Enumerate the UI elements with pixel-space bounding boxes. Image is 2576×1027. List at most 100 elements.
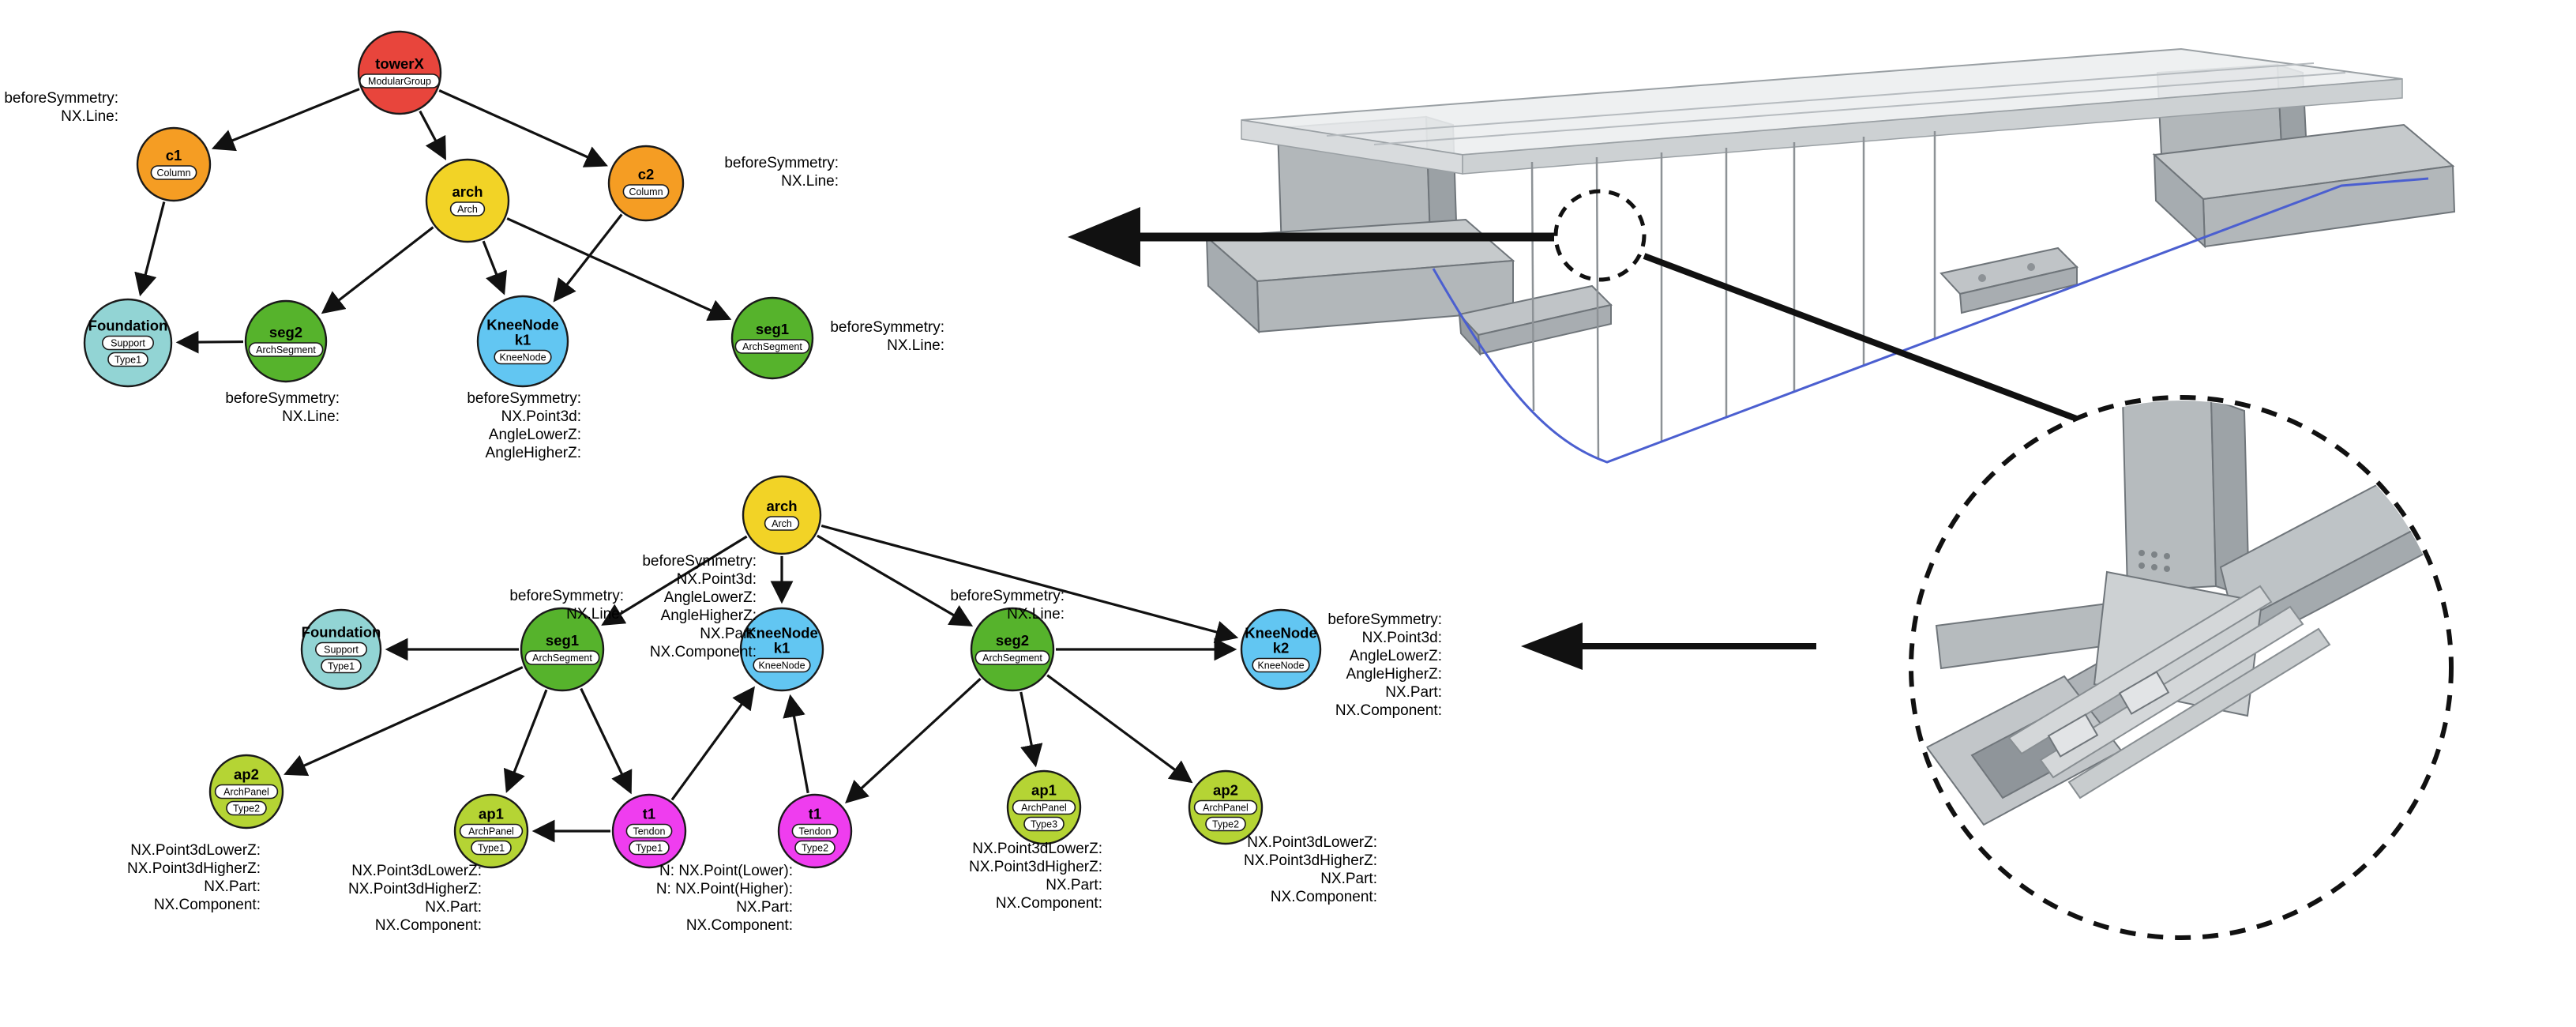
bridge-segment-right bbox=[1940, 246, 2078, 314]
node-label: KneeNode bbox=[1245, 625, 1317, 641]
node-label: seg1 bbox=[546, 632, 579, 649]
edge-arch2-to-k2b bbox=[820, 524, 1239, 643]
annotation-line: NX.Point3dHigherZ: bbox=[127, 860, 261, 877]
edge-arch-to-seg2 bbox=[321, 226, 434, 314]
annotation-line: NX.Component: bbox=[1335, 702, 1442, 719]
tower-module-graph: towerXModularGroupc1ColumnarchArchc2Colu… bbox=[4, 30, 944, 461]
annotation-line: NX.Line: bbox=[1007, 606, 1065, 623]
edge-arch2-to-seg1b bbox=[601, 535, 748, 626]
annotation-line: beforeSymmetry: bbox=[950, 588, 1065, 604]
edge-t1b-to-k1b bbox=[783, 694, 809, 794]
bridge-segment-left bbox=[1458, 284, 1613, 356]
attribute-annotation: beforeSymmetry:NX.Line: bbox=[830, 319, 944, 354]
type-pill bbox=[214, 784, 279, 799]
node-label: KneeNode bbox=[486, 317, 559, 333]
type-pill-label: Type1 bbox=[636, 843, 663, 854]
node-label: t1 bbox=[809, 806, 821, 822]
type-pill-label: Column bbox=[156, 167, 190, 179]
edge-c2-to-k1 bbox=[553, 213, 623, 303]
type-pill-label: Type3 bbox=[1031, 819, 1057, 830]
annotation-line: NX.Point3d: bbox=[1362, 630, 1442, 646]
type-pill bbox=[524, 650, 600, 665]
knee-joint-model bbox=[1925, 401, 2448, 826]
annotation-line: NX.Component: bbox=[650, 644, 757, 660]
attribute-annotation: beforeSymmetry:NX.Line: bbox=[509, 588, 624, 623]
annotation-line: NX.Component: bbox=[996, 895, 1102, 912]
annotation-line: NX.Component: bbox=[686, 917, 793, 934]
type-pill bbox=[1012, 799, 1076, 815]
type-pill bbox=[1252, 657, 1310, 673]
node-label: ap2 bbox=[1213, 782, 1238, 799]
type-pill-label: Tendon bbox=[633, 826, 665, 837]
type-pill-label: Support bbox=[111, 338, 145, 349]
type-pill bbox=[629, 840, 670, 856]
type-pill bbox=[794, 840, 836, 856]
type-pill-label: KneeNode bbox=[499, 352, 546, 363]
annotation-line: NX.Part: bbox=[736, 899, 793, 916]
annotation-line: NX.Line: bbox=[887, 337, 944, 354]
type-pill-label: Type1 bbox=[115, 355, 141, 366]
type-pill bbox=[459, 823, 524, 839]
annotation-line: AngleHigherZ: bbox=[661, 608, 757, 624]
arrow-detail-to-graph bbox=[1521, 623, 1816, 670]
type-pill bbox=[791, 823, 839, 839]
annotation-line: NX.Point3dHigherZ: bbox=[348, 881, 482, 897]
annotation-line: NX.Line: bbox=[282, 408, 340, 425]
attribute-annotation: beforeSymmetry:NX.Point3d:AngleLowerZ: An… bbox=[642, 553, 757, 660]
edge-arch2-to-seg2b bbox=[817, 534, 974, 626]
annotation-line: AngleLowerZ: bbox=[664, 589, 757, 606]
annotation-line: beforeSymmetry: bbox=[642, 553, 757, 570]
annotation-line: NX.Point3dLowerZ: bbox=[130, 842, 261, 859]
type-pill bbox=[625, 823, 673, 839]
annotation-line: NX.Line: bbox=[61, 108, 118, 125]
type-pill bbox=[107, 352, 148, 367]
bridge-cable-curve bbox=[1432, 177, 2429, 464]
type-pill-label: ArchPanel bbox=[223, 787, 269, 798]
type-pill bbox=[449, 201, 486, 216]
annotation-line: NX.Component: bbox=[375, 917, 482, 934]
bridge-hangers bbox=[1530, 131, 1936, 461]
annotation-line: NX.Point3dLowerZ: bbox=[1247, 834, 1377, 851]
knee-detail-view bbox=[1909, 395, 2454, 940]
edge-seg1b-to-t1a bbox=[580, 687, 633, 795]
annotation-line: AngleHigherZ: bbox=[486, 445, 581, 461]
annotation-line: NX.Point3d: bbox=[677, 571, 757, 588]
node-label: seg2 bbox=[269, 324, 302, 340]
annotation-line: beforeSymmetry: bbox=[4, 90, 118, 107]
type-pill-label: ArchSegment bbox=[982, 653, 1042, 664]
annotation-line: NX.Part: bbox=[1046, 877, 1102, 893]
arrow-bridge-to-graph bbox=[1068, 207, 1554, 267]
edge-seg2-to-foundation bbox=[175, 330, 244, 354]
type-pill bbox=[1023, 816, 1065, 832]
type-pill-label: Tendon bbox=[798, 826, 831, 837]
bridge-highlight-circle bbox=[1553, 189, 1647, 282]
edge-arch-to-k1 bbox=[482, 240, 507, 295]
arch-module-graph: archArchFoundationSupportType1seg1ArchSe… bbox=[127, 475, 1442, 934]
annotation-line: AngleHigherZ: bbox=[1346, 666, 1442, 683]
annotation-line: NX.Point3dHigherZ: bbox=[969, 859, 1102, 875]
annotation-line: NX.Line: bbox=[781, 173, 839, 190]
node-label: towerX bbox=[375, 55, 424, 72]
bridge-right-foundation-side bbox=[2153, 152, 2206, 249]
node-label: t1 bbox=[643, 806, 655, 822]
node-label: ap2 bbox=[234, 766, 259, 783]
node-label: seg2 bbox=[996, 632, 1029, 649]
annotation-line: beforeSymmetry: bbox=[724, 155, 839, 171]
attribute-annotation: NX.Point3dLowerZ:NX.Point3dHigherZ:NX.Pa… bbox=[969, 841, 1102, 912]
edge-towerX-to-arch bbox=[419, 110, 446, 161]
type-pill-label: Arch bbox=[772, 518, 792, 529]
node-label: k2 bbox=[1273, 640, 1290, 656]
type-pill-label: ArchPanel bbox=[1203, 803, 1249, 814]
type-pill bbox=[359, 73, 440, 88]
type-pill bbox=[753, 657, 811, 673]
annotation-line: NX.Point3d: bbox=[501, 408, 581, 425]
